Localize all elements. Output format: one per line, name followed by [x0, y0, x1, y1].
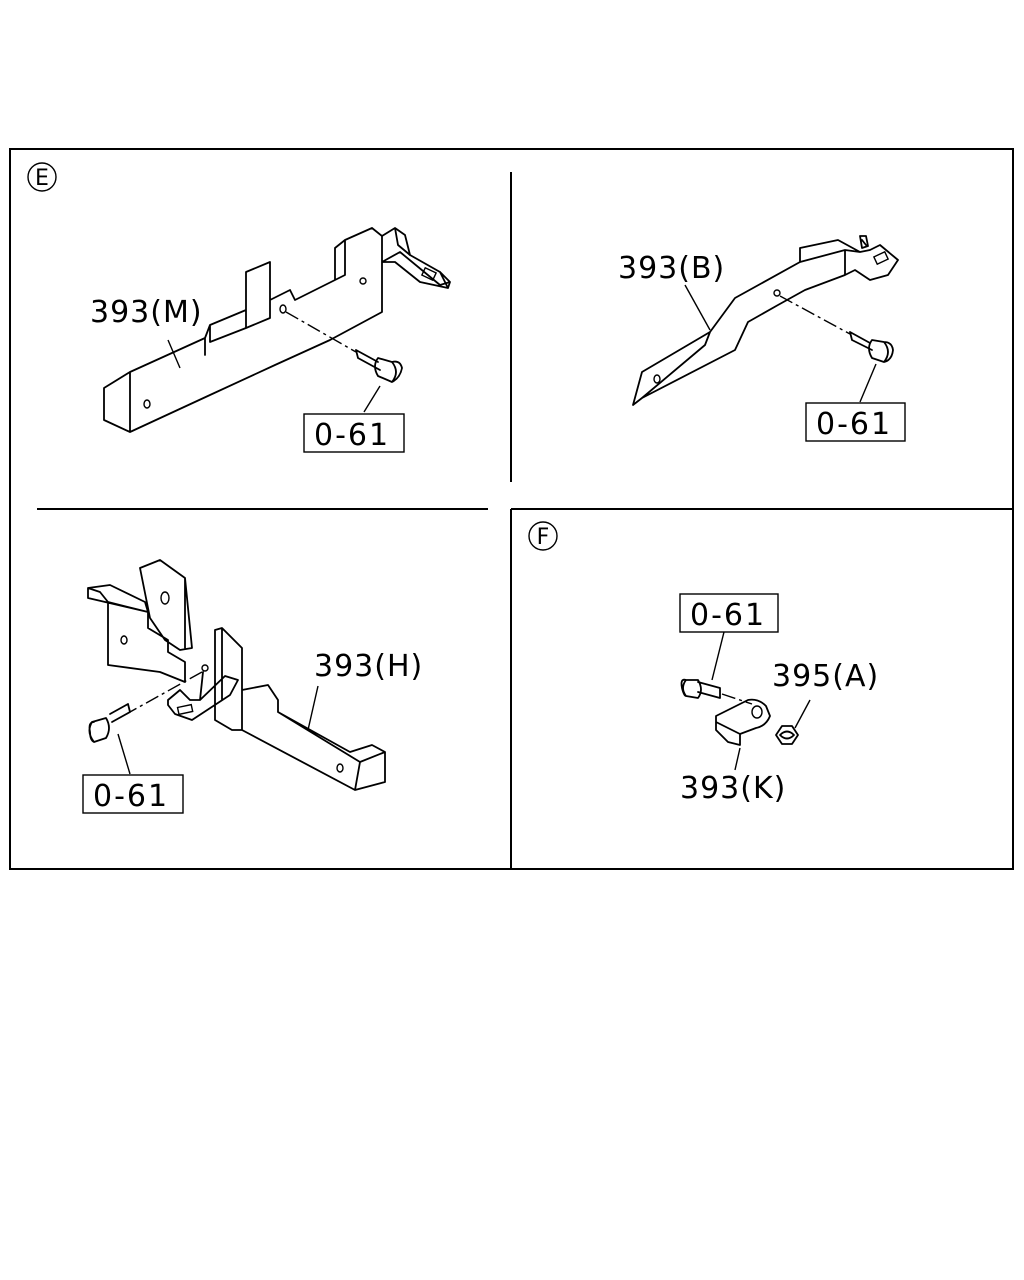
clamp-393k-view: 0-61 395(A) 393(K)	[679, 593, 879, 806]
bracket-393h-view: 393(H) 0-61	[82, 559, 423, 814]
svg-text:E: E	[35, 166, 49, 191]
bracket-393m	[103, 227, 451, 433]
section-marker-e: E	[27, 162, 57, 192]
label-393k: 393(K)	[680, 771, 786, 806]
label-0-61-bl: 0-61	[93, 779, 169, 814]
svg-text:F: F	[537, 525, 550, 550]
bolt-0-61-br	[680, 678, 721, 699]
label-395a: 395(A)	[772, 659, 879, 694]
label-393h: 393(H)	[314, 649, 423, 684]
bolt-0-61-bl	[88, 703, 131, 743]
nut-395a	[775, 725, 799, 745]
label-393m: 393(M)	[90, 295, 203, 330]
bracket-393m-view: 393(M) 0-61	[90, 227, 451, 453]
bracket-393b-view: 393(B) 0-61	[618, 235, 906, 442]
label-393b: 393(B)	[618, 251, 725, 286]
bolt-0-61-tl	[355, 349, 403, 383]
bracket-393b	[632, 235, 899, 406]
bolt-0-61-tr	[849, 331, 894, 363]
section-marker-f: F	[528, 521, 558, 551]
label-0-61-tl: 0-61	[314, 418, 390, 453]
label-0-61-tr: 0-61	[816, 407, 892, 442]
bracket-393h	[87, 559, 386, 791]
label-0-61-br: 0-61	[690, 598, 766, 633]
clamp-393k	[715, 698, 771, 746]
